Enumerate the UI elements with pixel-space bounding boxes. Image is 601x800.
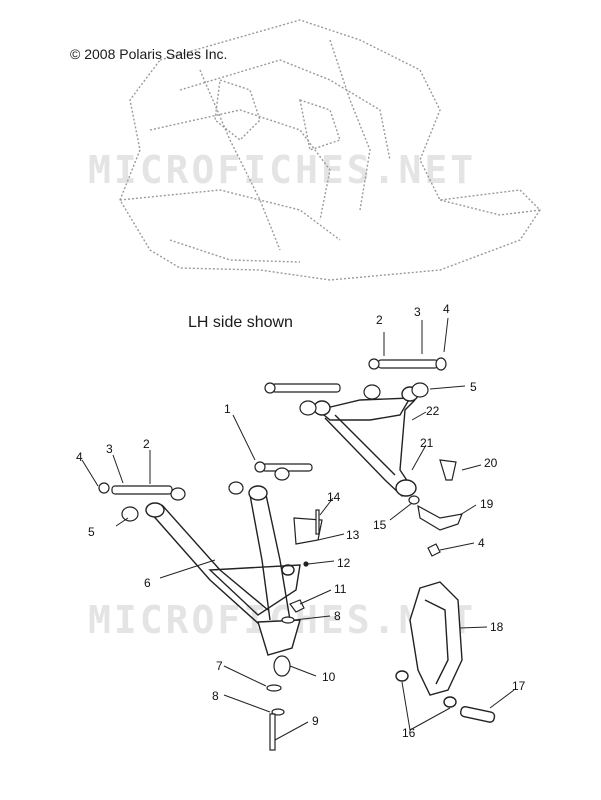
callout-5-lower: 5	[88, 525, 95, 539]
leader-lines	[81, 317, 515, 741]
callout-20: 20	[484, 456, 498, 470]
copyright-text: © 2008 Polaris Sales Inc.	[70, 46, 228, 62]
side-note-label: LH side shown	[188, 314, 293, 331]
callout-3-upper: 3	[414, 305, 421, 319]
callout-18: 18	[490, 620, 504, 634]
callout-8-lower: 8	[212, 689, 219, 703]
callout-2-upper: 2	[376, 313, 383, 327]
callout-4-upper: 4	[443, 302, 450, 316]
callout-6: 6	[144, 576, 151, 590]
callout-7: 7	[216, 659, 223, 673]
spindle	[395, 581, 496, 723]
callout-3-lower: 3	[106, 442, 113, 456]
callout-2-lower: 2	[143, 437, 150, 451]
callout-11: 11	[334, 582, 347, 596]
frame-outline	[119, 19, 541, 281]
callout-1: 1	[224, 402, 231, 416]
callout-16: 16	[402, 726, 416, 740]
callout-21: 21	[420, 436, 434, 450]
callout-12: 12	[337, 556, 351, 570]
callout-13: 13	[346, 528, 360, 542]
callout-17: 17	[512, 679, 526, 693]
upper-hardware	[98, 357, 447, 522]
callout-5-upper: 5	[470, 380, 477, 394]
callout-4-right: 4	[478, 536, 485, 550]
callout-8-upper: 8	[334, 609, 341, 623]
upper-a-arm	[313, 386, 419, 497]
callout-9: 9	[312, 714, 319, 728]
callout-22: 22	[426, 404, 440, 418]
callout-4-left: 4	[76, 450, 83, 464]
watermark-top: MICROFICHES.NET	[88, 148, 477, 192]
ball-joint-hardware	[266, 459, 463, 751]
callout-15: 15	[373, 518, 387, 532]
callout-10: 10	[322, 670, 336, 684]
lower-a-arm	[145, 485, 301, 656]
callout-19: 19	[480, 497, 494, 511]
callout-14: 14	[327, 490, 341, 504]
